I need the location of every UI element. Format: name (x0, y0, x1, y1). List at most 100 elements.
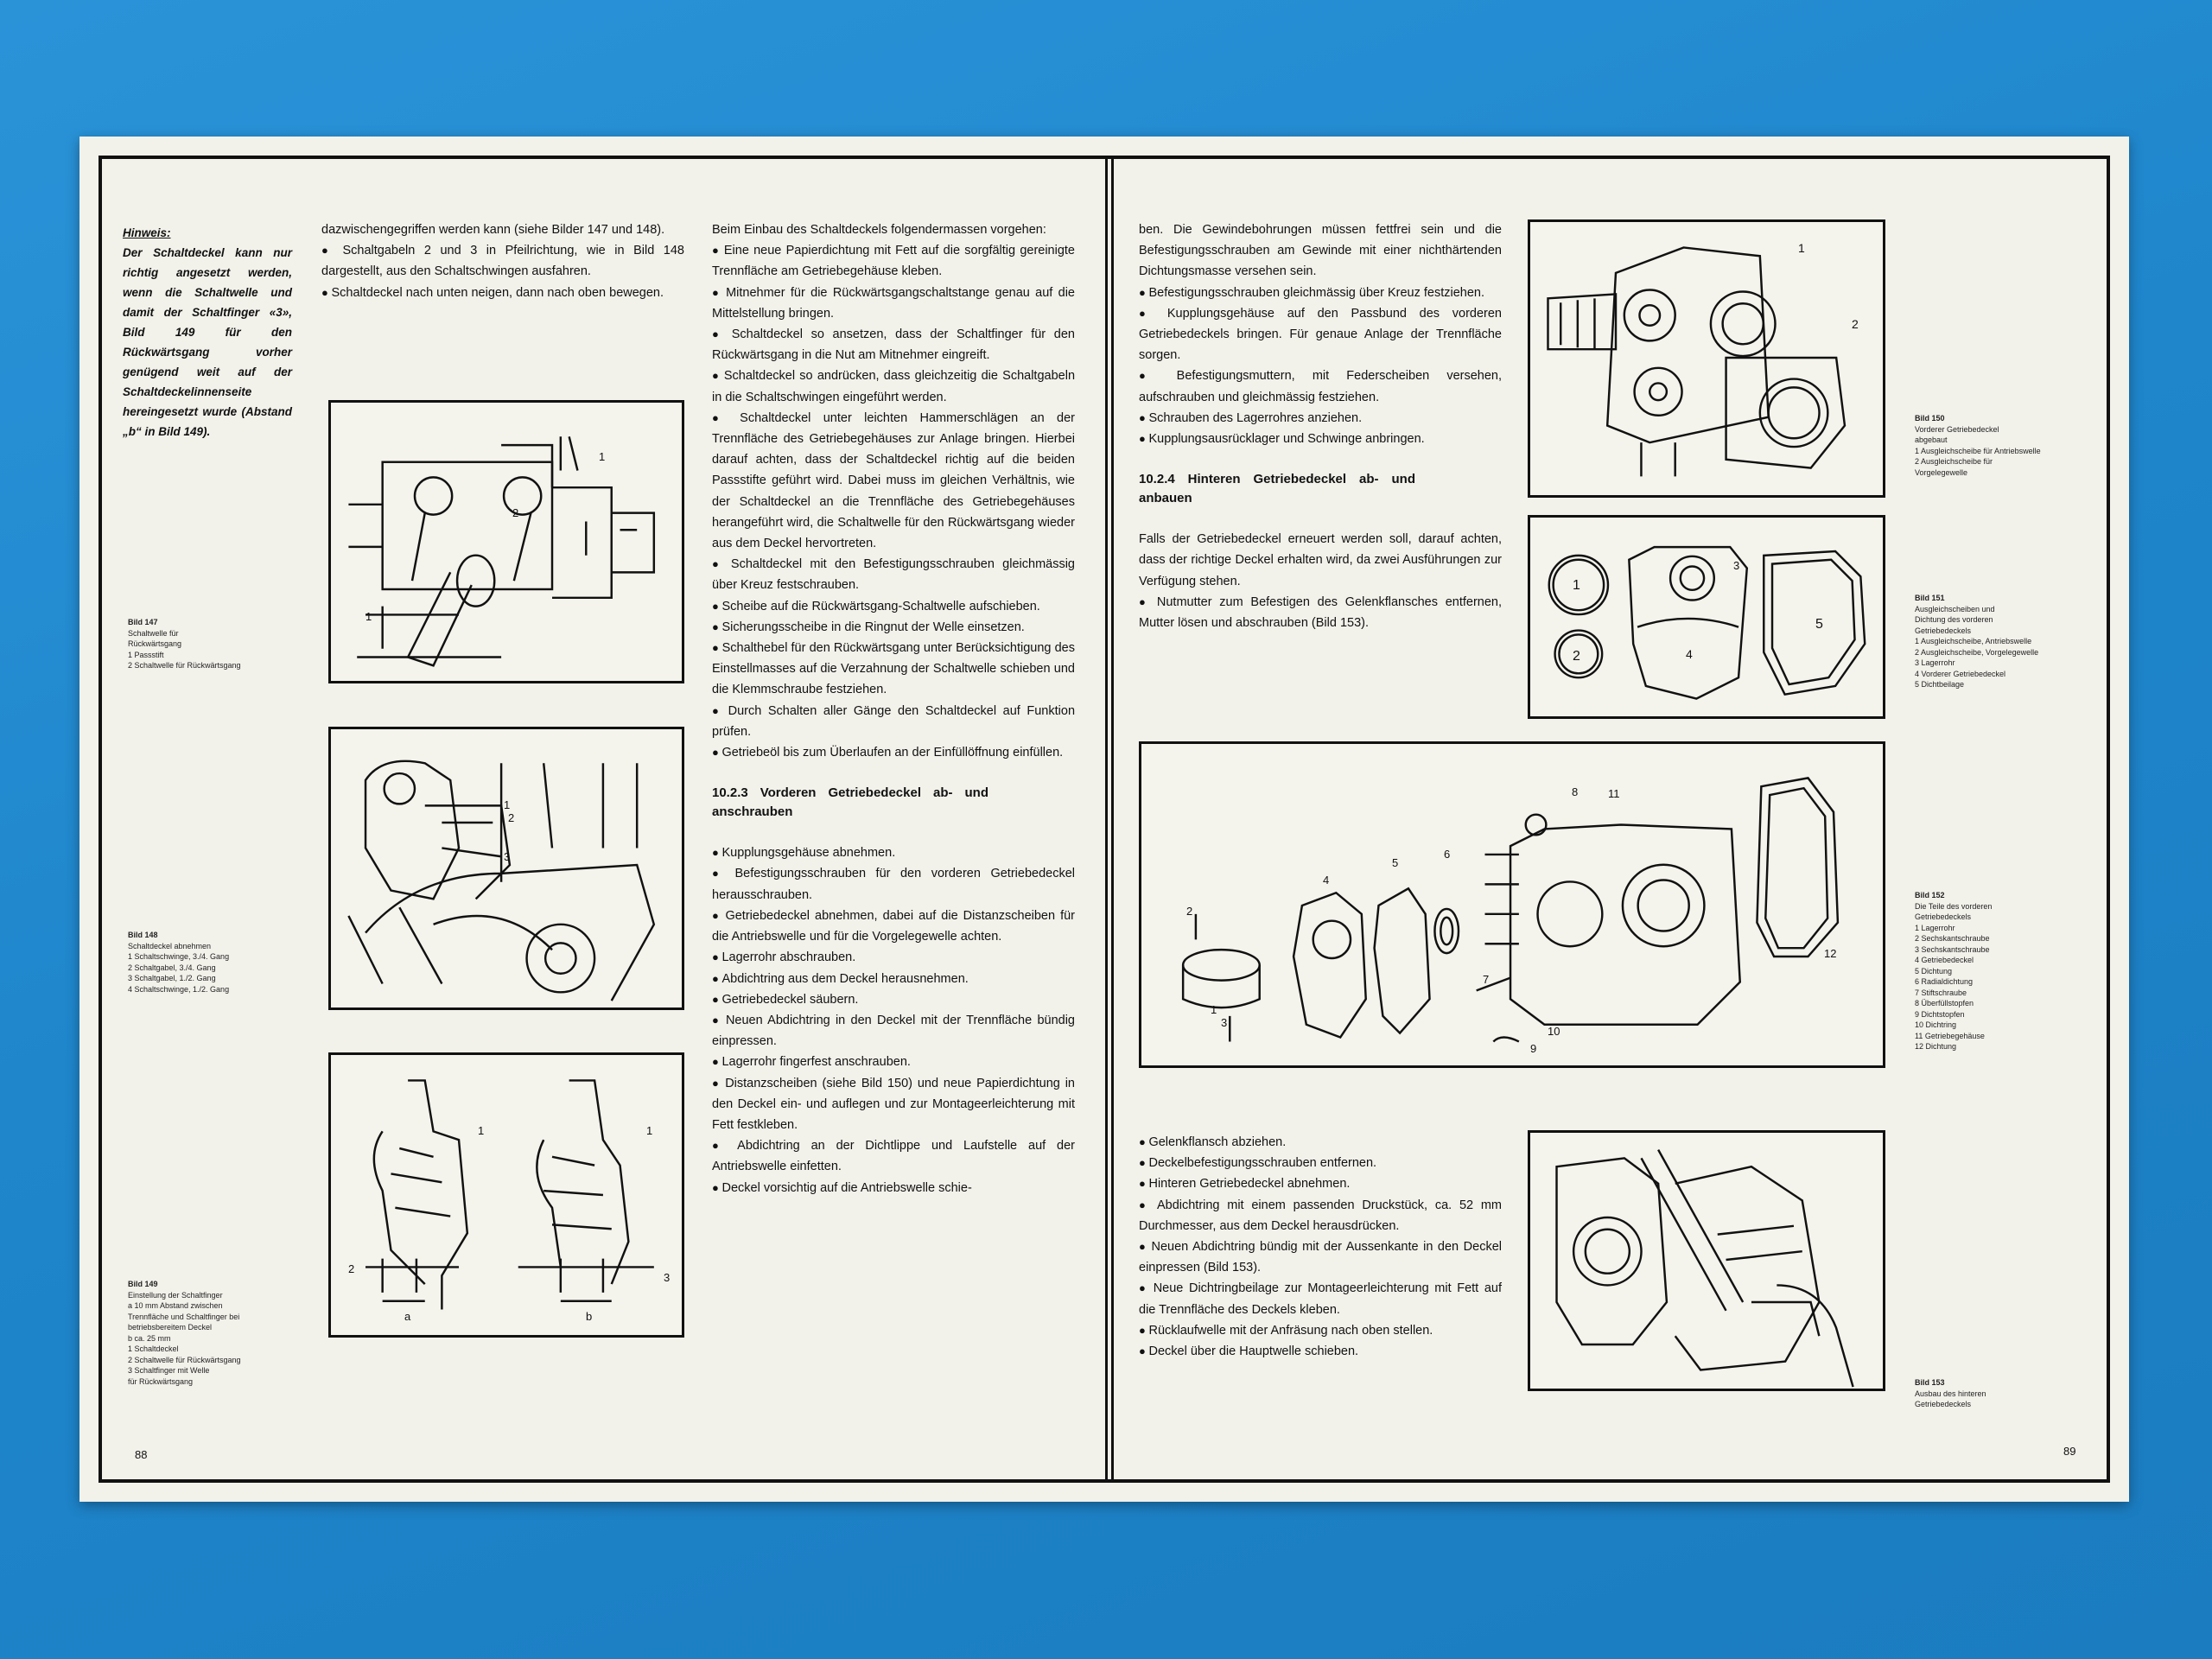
bullet-item: Abdichtring aus dem Deckel herausnehmen. (712, 969, 1075, 989)
bullet-item: Schaltdeckel so ansetzen, dass der Schal… (712, 324, 1075, 365)
bullet-item: Eine neue Papierdichtung mit Fett auf di… (712, 240, 1075, 282)
bullet-item: Durch Schalten aller Gänge den Schaltdec… (712, 701, 1075, 742)
caption-bild-152: Bild 152 Die Teile des vorderen Getriebe… (1915, 891, 1993, 1051)
bullet-item: Sicherungsscheibe in die Ringnut der Wel… (712, 617, 1075, 638)
manual-sheet: Hinweis: Der Schaltdeckel kann nur richt… (79, 137, 2129, 1502)
right-column-1: ben. Die Gewindebohrungen müssen fettfre… (1139, 219, 1502, 633)
text-paragraph: Falls der Getriebedeckel erneuert werden… (1139, 532, 1502, 588)
bullet-item: Schaltdeckel unter leichten Hammerschläg… (712, 408, 1075, 554)
figure-147: 1 2 1 (328, 400, 684, 683)
bullet-item: Rücklaufwelle mit der Anfräsung nach obe… (1139, 1320, 1502, 1341)
bullet-item: Schalthebel für den Rückwärtsgang unter … (712, 638, 1075, 701)
bullet-item: Kupplungsgehäuse auf den Passbund des vo… (1139, 303, 1502, 366)
bullet-item: Befestigungsschrauben für den vorderen G… (712, 863, 1075, 905)
bullet-item: Lagerrohr fingerfest anschrauben. (712, 1052, 1075, 1072)
figure-label: 1 (365, 610, 372, 623)
bullet-item: Scheibe auf die Rückwärtsgang-Schaltwell… (712, 596, 1075, 617)
figure-label: 1 (599, 450, 606, 463)
figure-label: 9 (1530, 1042, 1537, 1055)
bullet-item: Schrauben des Lagerrohres anziehen. (1139, 408, 1502, 429)
figure-label: 1 (1211, 1003, 1217, 1016)
figure-label: b (586, 1310, 593, 1323)
caption-bild-147: Bild 147 Schaltwelle für Rückwärtsgang 1… (128, 618, 241, 670)
figure-label: 1 (504, 798, 511, 811)
figure-label: 3 (504, 850, 511, 863)
bullet-item: Neue Dichtringbeilage zur Montageerleich… (1139, 1278, 1502, 1319)
figure-152: 1 2 3 4 5 6 7 8 9 10 11 12 (1139, 741, 1885, 1068)
figure-label: 3 (1221, 1016, 1228, 1029)
bullet-item: Neuen Abdichtring bündig mit der Aussenk… (1139, 1236, 1502, 1278)
figure-label: 2 (512, 506, 519, 519)
bullet-item: Kupplungsausrücklager und Schwinge anbri… (1139, 429, 1502, 449)
figure-label: 1 (1573, 578, 1580, 593)
figure-label: 1 (1798, 241, 1805, 255)
section-heading: 10.2.3 Vorderen Getriebedeckel ab- und a… (712, 785, 988, 820)
figure-150: 1 2 (1528, 219, 1885, 498)
figure-148: 1 2 3 (328, 727, 684, 1010)
bullet-item: Schaltdeckel mit den Befestigungsschraub… (712, 554, 1075, 595)
figure-label: 6 (1444, 848, 1451, 861)
figure-label: a (404, 1310, 411, 1323)
bullet-item: Abdichtring an der Dichtlippe und Laufst… (712, 1135, 1075, 1177)
figure-151: 1 2 3 4 5 (1528, 515, 1885, 719)
bullet-item: Deckelbefestigungsschrauben entfernen. (1139, 1153, 1502, 1173)
bullet-item: Distanzscheiben (siehe Bild 150) und neu… (712, 1073, 1075, 1136)
figure-label: 2 (508, 811, 515, 824)
bullet-item: Getriebedeckel säubern. (712, 989, 1075, 1010)
right-column-1-lower: Gelenkflansch abziehen. Deckelbefestigun… (1139, 1132, 1502, 1362)
figure-label: 5 (1815, 617, 1823, 632)
figure-label: 1 (646, 1124, 653, 1137)
bullet-item: Abdichtring mit einem passenden Druckstü… (1139, 1195, 1502, 1236)
figure-label: 2 (1573, 649, 1580, 664)
bullet-item: Neuen Abdichtring in den Deckel mit der … (712, 1010, 1075, 1052)
figure-153 (1528, 1130, 1885, 1391)
figure-label: 4 (1686, 647, 1693, 661)
page-frame (99, 156, 2110, 1483)
bullet-item: Nutmutter zum Befestigen des Gelenkflans… (1139, 592, 1502, 633)
text-paragraph: ben. Die Gewindebohrungen müssen fettfre… (1139, 223, 1502, 279)
figure-label: 4 (1323, 874, 1330, 887)
caption-bild-153: Bild 153 Ausbau des hinteren Getriebedec… (1915, 1378, 1986, 1408)
bullet-item: Getriebedeckel abnehmen, dabei auf die D… (712, 906, 1075, 947)
hint-title: Hinweis: (123, 226, 171, 239)
caption-bild-151: Bild 151 Ausgleichscheiben und Dichtung … (1915, 594, 2039, 689)
hint-text: Der Schaltdeckel kann nur richtig angese… (123, 246, 292, 438)
figure-149: 1 1 2 3 a b (328, 1052, 684, 1338)
bullet-item: Befestigungsschrauben gleichmässig über … (1139, 283, 1502, 303)
bullet-item: Hinteren Getriebedeckel abnehmen. (1139, 1173, 1502, 1194)
bullet-item: Kupplungsgehäuse abnehmen. (712, 842, 1075, 863)
figure-label: 3 (664, 1271, 671, 1284)
left-column-2: dazwischengegriffen werden kann (siehe B… (321, 219, 684, 303)
figure-label: 2 (1852, 317, 1859, 331)
text-paragraph: dazwischengegriffen werden kann (siehe B… (321, 223, 665, 237)
figure-label: 1 (478, 1124, 485, 1137)
figure-label: 12 (1824, 947, 1837, 960)
figure-label: 8 (1572, 785, 1579, 798)
left-column-3: Beim Einbau des Schaltdeckels folgenderm… (712, 219, 1075, 1198)
hint-box: Hinweis: Der Schaltdeckel kann nur richt… (123, 223, 292, 442)
figure-label: 5 (1392, 856, 1399, 869)
figure-label: 7 (1483, 973, 1490, 986)
bullet-item: Deckel über die Hauptwelle schieben. (1139, 1341, 1502, 1362)
bullet-item: Getriebeöl bis zum Überlaufen an der Ein… (712, 742, 1075, 763)
bullet-item: Schaltdeckel so andrücken, dass gleichze… (712, 365, 1075, 407)
caption-bild-149: Bild 149 Einstellung der Schaltfinger a … (128, 1280, 241, 1386)
text-paragraph: Beim Einbau des Schaltdeckels folgenderm… (712, 223, 1046, 237)
bullet-item: Lagerrohr abschrauben. (712, 947, 1075, 968)
figure-label: 3 (1733, 559, 1740, 572)
page-number-left: 88 (135, 1448, 148, 1461)
bullet-item: Schaltgabeln 2 und 3 in Pfeilrichtung, w… (321, 240, 684, 282)
bullet-item: Befestigungsmuttern, mit Federscheiben v… (1139, 365, 1502, 407)
page-divider (1105, 159, 1114, 1479)
bullet-item: Deckel vorsichtig auf die Antriebswelle … (712, 1178, 1075, 1198)
figure-label: 10 (1548, 1025, 1560, 1038)
caption-bild-150: Bild 150 Vorderer Getriebedeckel abgebau… (1915, 414, 2041, 477)
figure-label: 2 (348, 1262, 355, 1275)
figure-label: 2 (1186, 905, 1193, 918)
bullet-item: Mitnehmer für die Rückwärtsgangschaltsta… (712, 283, 1075, 324)
page-number-right: 89 (2063, 1445, 2076, 1458)
caption-bild-148: Bild 148 Schaltdeckel abnehmen 1 Schalts… (128, 931, 230, 994)
bullet-item: Gelenkflansch abziehen. (1139, 1132, 1502, 1153)
section-heading: 10.2.4 Hinteren Getriebedeckel ab- und a… (1139, 472, 1415, 506)
figure-label: 11 (1608, 787, 1620, 800)
